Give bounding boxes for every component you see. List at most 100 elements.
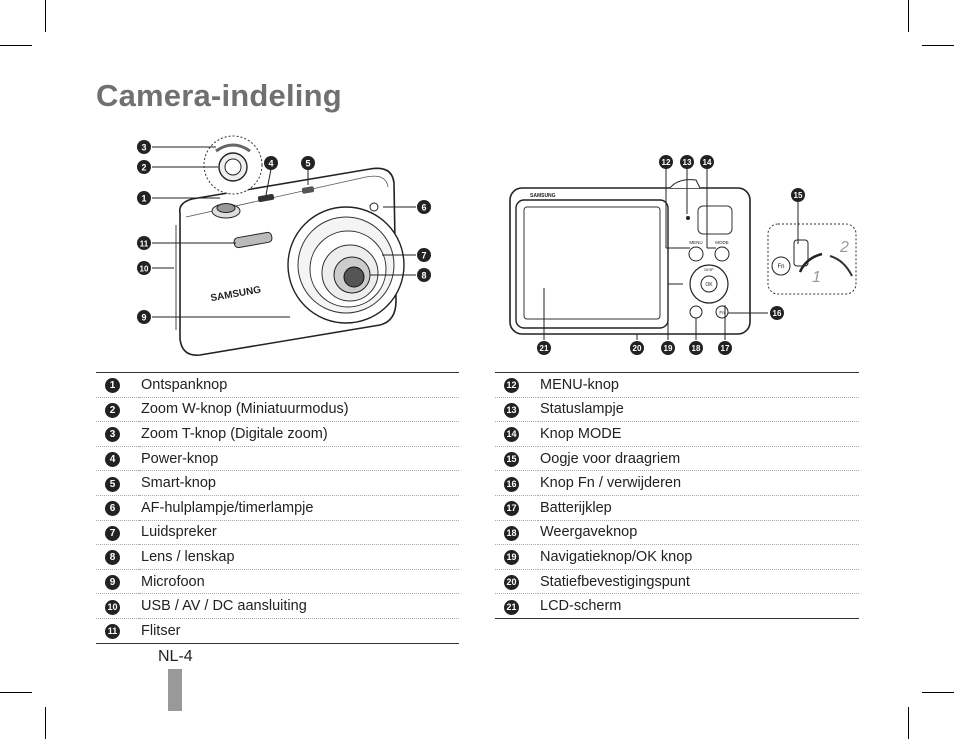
legend-number-badge: 9 xyxy=(105,575,120,591)
legend-row: 18 Weergaveknop xyxy=(495,520,859,546)
legend-label: Batterijklep xyxy=(538,495,859,521)
legend-number-badge: 17 xyxy=(504,501,519,517)
callout-label: 20 xyxy=(633,344,642,353)
legend-label: Power-knop xyxy=(139,446,459,472)
legend-label: Weergaveknop xyxy=(538,520,859,546)
callout-label: 19 xyxy=(664,344,673,353)
legend-number-badge: 20 xyxy=(504,575,519,591)
crop-mark xyxy=(908,707,909,739)
crop-mark xyxy=(908,0,909,32)
crop-mark xyxy=(45,0,46,32)
legend-label: USB / AV / DC aansluiting xyxy=(139,593,459,619)
legend-number-badge: 4 xyxy=(105,452,120,468)
ok-label: OK xyxy=(705,282,713,288)
legend-number-badge: 21 xyxy=(504,599,519,615)
legend-number-badge: 10 xyxy=(105,599,120,615)
legend-number-badge: 19 xyxy=(504,550,519,566)
legend-row: 5 Smart-knop xyxy=(96,470,459,496)
camera-front-diagram: SAMSUNG 3 2 1 4 5 6 7 8 9 10 11 xyxy=(137,135,431,356)
fn-label-small: Fn xyxy=(719,310,725,315)
callout-label: 4 xyxy=(268,159,273,169)
callout-label: 5 xyxy=(305,159,310,169)
legend-number-badge: 6 xyxy=(105,501,120,517)
legend-row: 8 Lens / lenskap xyxy=(96,544,459,570)
legend-row: 4 Power-knop xyxy=(96,446,459,472)
brand-text: SAMSUNG xyxy=(530,193,556,199)
legend-label: Statiefbevestigingspunt xyxy=(538,569,859,595)
legend-row: 20 Statiefbevestigingspunt xyxy=(495,569,859,595)
callout-label: 18 xyxy=(692,344,701,353)
legend-number-badge: 8 xyxy=(105,550,120,566)
callout-label: 11 xyxy=(140,240,149,249)
legend-number-badge: 11 xyxy=(105,624,120,640)
callout-label: 21 xyxy=(540,344,549,353)
legend-number-badge: 12 xyxy=(504,378,519,394)
callout-label: 12 xyxy=(662,158,671,167)
legend-row: 11 Flitser xyxy=(96,618,459,644)
mode-label: MODE xyxy=(715,240,729,245)
legend-label: Zoom T-knop (Digitale zoom) xyxy=(139,421,459,447)
crop-mark xyxy=(0,45,32,46)
camera-back-diagram: SAMSUNG MENU MODE OK DISP Fn Fn 2 1 1 xyxy=(509,155,857,355)
legend-label: Knop MODE xyxy=(538,421,859,447)
callout-label: 15 xyxy=(794,191,803,200)
legend-row: 17 Batterijklep xyxy=(495,495,859,521)
crop-mark xyxy=(0,692,32,693)
strap-step-label: 2 xyxy=(839,239,849,256)
legend-label: LCD-scherm xyxy=(538,593,859,619)
legend-number-badge: 18 xyxy=(504,525,519,541)
legend-label: Luidspreker xyxy=(139,520,459,546)
disp-label: DISP xyxy=(704,267,714,272)
back-callouts: 12 13 14 15 16 17 18 19 20 21 xyxy=(537,155,805,355)
legend-number-badge: 5 xyxy=(105,476,120,492)
callout-label: 8 xyxy=(421,271,426,281)
callout-label: 2 xyxy=(141,163,146,173)
legend-row: 14 Knop MODE xyxy=(495,421,859,447)
legend-number-badge: 13 xyxy=(504,402,519,418)
legend-label: Knop Fn / verwijderen xyxy=(538,470,859,496)
page-number: NL-4 xyxy=(158,648,193,665)
legend-label: Smart-knop xyxy=(139,470,459,496)
legend-row: 19 Navigatieknop/OK knop xyxy=(495,544,859,570)
callout-label: 16 xyxy=(773,309,782,318)
fn-label-inset: Fn xyxy=(777,264,784,270)
legend-label: Ontspanknop xyxy=(139,372,459,398)
legend-label: Oogje voor draagriem xyxy=(538,446,859,472)
legend-label: Navigatieknop/OK knop xyxy=(538,544,859,570)
legend-label: AF-hulplampje/timerlampje xyxy=(139,495,459,521)
page-title: Camera-indeling xyxy=(96,78,342,113)
legend-number-badge: 14 xyxy=(504,427,519,443)
callout-label: 9 xyxy=(141,313,146,323)
legend-number-badge: 3 xyxy=(105,427,120,443)
callout-label: 6 xyxy=(421,203,426,213)
legend-row: 3 Zoom T-knop (Digitale zoom) xyxy=(96,421,459,447)
legend-number-badge: 15 xyxy=(504,452,519,468)
callout-label: 17 xyxy=(721,344,730,353)
legend-row: 13 Statuslampje xyxy=(495,397,859,423)
legend-row: 21 LCD-scherm xyxy=(495,593,859,619)
legend-label: Zoom W-knop (Miniatuurmodus) xyxy=(139,397,459,423)
legend-row: 10 USB / AV / DC aansluiting xyxy=(96,593,459,619)
callout-label: 1 xyxy=(141,194,146,204)
legend-number-badge: 2 xyxy=(105,402,120,418)
page-tab-marker xyxy=(168,669,182,711)
crop-mark xyxy=(922,45,954,46)
crop-mark xyxy=(922,692,954,693)
callout-label: 10 xyxy=(140,265,149,274)
front-callouts: 3 2 1 4 5 6 7 8 9 10 11 xyxy=(137,140,431,324)
crop-mark xyxy=(45,707,46,739)
legend-label: Lens / lenskap xyxy=(139,544,459,570)
strap-step-label: 1 xyxy=(812,269,821,286)
legend-label: Flitser xyxy=(139,618,459,644)
legend-row: 15 Oogje voor draagriem xyxy=(495,446,859,472)
legend-row: 2 Zoom W-knop (Miniatuurmodus) xyxy=(96,397,459,423)
menu-label: MENU xyxy=(689,240,702,245)
legend-label: Statuslampje xyxy=(538,397,859,423)
